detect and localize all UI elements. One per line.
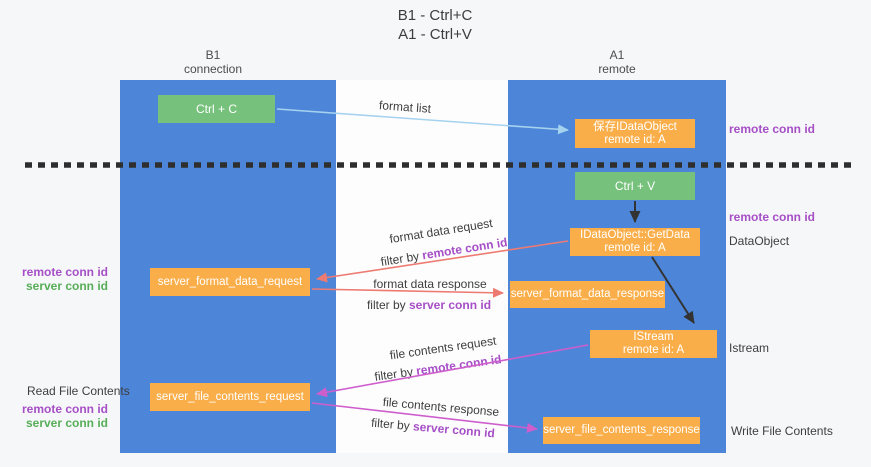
server-conn-id-left-label: server conn id bbox=[25, 416, 108, 430]
istream-side-label: Istream bbox=[729, 341, 770, 355]
server-conn-id-left-label: server conn id bbox=[25, 279, 108, 293]
istream-box: IStream remote id: A bbox=[590, 330, 717, 358]
format-data-response-label: format data response bbox=[373, 277, 487, 291]
conn-id-stack-top: remote conn id server conn id bbox=[18, 265, 108, 293]
format-data-response-filter-label: filter by server conn id bbox=[367, 298, 491, 312]
dataobject-side-label: DataObject bbox=[729, 234, 790, 248]
server-file-contents-request-box: server_file_contents_request bbox=[150, 383, 310, 411]
server-format-data-request-box: server_format_data_request bbox=[150, 268, 310, 296]
title-line-2: A1 - Ctrl+V bbox=[398, 26, 472, 43]
write-file-contents-label: Write File Contents bbox=[731, 424, 833, 438]
server-file-contents-response-box: server_file_contents_response bbox=[543, 417, 700, 444]
lifeline-header-a1: A1 remote bbox=[547, 48, 687, 76]
lifeline-b1-name: B1 bbox=[205, 48, 221, 62]
diagram-title: B1 - Ctrl+C A1 - Ctrl+V bbox=[335, 6, 535, 44]
store-dataobject-box: 保存IDataObject remote id: A bbox=[575, 119, 695, 148]
ctrl-v-action-box: Ctrl + V bbox=[575, 172, 695, 200]
read-file-contents-label: Read File Contents bbox=[27, 384, 130, 398]
message-lane-background bbox=[336, 80, 508, 453]
server-format-data-response-box: server_format_data_response bbox=[510, 281, 665, 308]
remote-conn-id-side-label-mid: remote conn id bbox=[729, 210, 816, 224]
istream-title: IStream bbox=[633, 331, 674, 343]
remote-conn-id-left-label: remote conn id bbox=[21, 265, 108, 279]
filter-by-text: filter by bbox=[366, 298, 409, 312]
remote-conn-id-left-label: remote conn id bbox=[21, 402, 108, 416]
istream-remote-id: remote id: A bbox=[622, 344, 685, 356]
store-dataobject-title: 保存IDataObject bbox=[593, 120, 677, 133]
lifeline-a1-name: A1 bbox=[609, 48, 625, 62]
idataobject-getdata-box: IDataObject::GetData remote id: A bbox=[570, 228, 700, 256]
lifeline-header-b1: B1 connection bbox=[143, 48, 283, 76]
getdata-title: IDataObject::GetData bbox=[580, 229, 690, 241]
getdata-remote-id: remote id: A bbox=[604, 242, 666, 254]
title-line-1: B1 - Ctrl+C bbox=[397, 7, 473, 24]
conn-id-stack-bottom: remote conn id server conn id bbox=[18, 402, 108, 430]
lifeline-a1-role: remote bbox=[598, 62, 636, 76]
remote-conn-id-side-label-top: remote conn id bbox=[729, 122, 816, 136]
server-conn-id-text: server conn id bbox=[408, 298, 492, 312]
store-dataobject-remote-id: remote id: A bbox=[604, 133, 666, 146]
ctrl-c-action-box: Ctrl + C bbox=[158, 95, 275, 123]
lifeline-b1-role: connection bbox=[183, 62, 243, 76]
